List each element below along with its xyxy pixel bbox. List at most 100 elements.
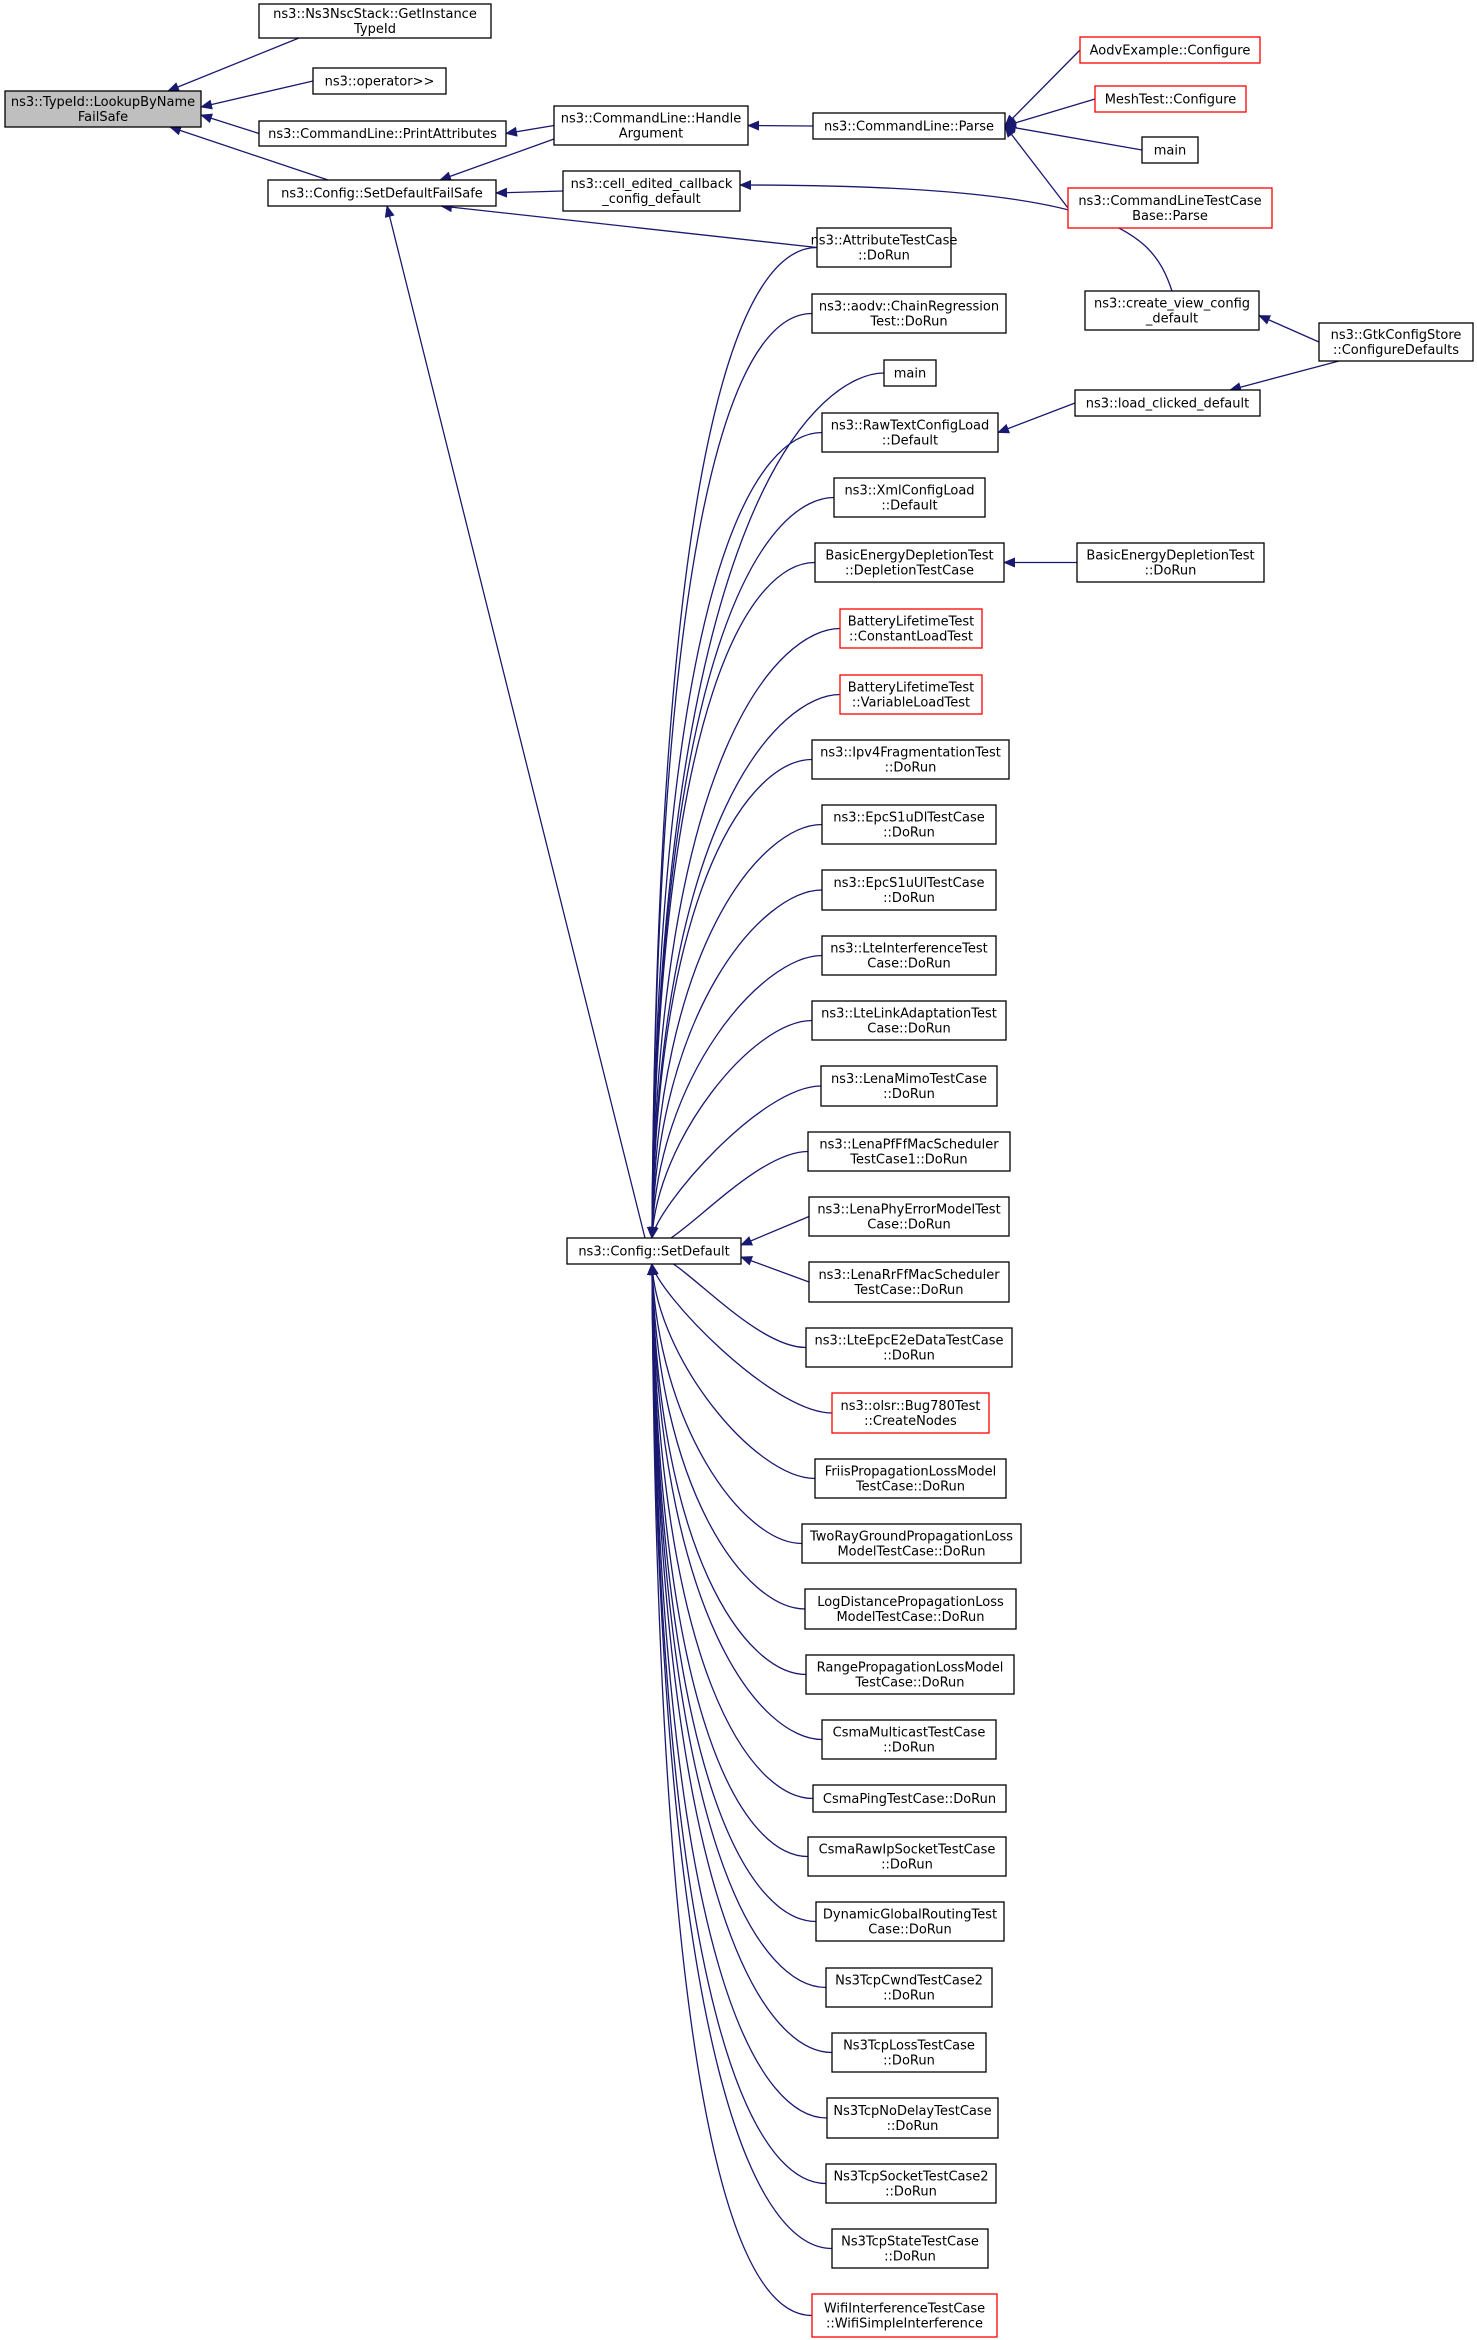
node-lenapf[interactable]: ns3::LenaPfFfMacSchedulerTestCase1::DoRu… (807, 1131, 1011, 1172)
edge-tcpcwnd-to-setdefault (647, 1263, 827, 1989)
node-tworay[interactable]: TwoRayGroundPropagationLossModelTestCase… (801, 1523, 1022, 1564)
node-box (811, 739, 1010, 780)
node-setdefault[interactable]: ns3::Config::SetDefault (566, 1237, 742, 1265)
edge-wifiinterf-to-setdefault (647, 1263, 813, 2317)
node-tcpnodelay[interactable]: Ns3TcpNoDelayTestCase::DoRun (826, 2097, 999, 2139)
node-box (821, 869, 997, 911)
node-loadclicked[interactable]: ns3::load_clicked_default (1074, 389, 1261, 417)
node-gtkconf[interactable]: ns3::GtkConfigStore::ConfigureDefaults (1318, 322, 1474, 362)
edge-lenapf-to-setdefault (648, 1150, 809, 1250)
node-rawtext[interactable]: ns3::RawTextConfigLoad::Default (821, 412, 999, 453)
node-label: FailSafe (78, 110, 128, 125)
node-label: ::DoRun (885, 761, 937, 776)
node-csmaping[interactable]: CsmaPingTestCase::DoRun (812, 1784, 1007, 1813)
edge-rangeprop-to-setdefault (647, 1263, 807, 1676)
edge-lenamimo-to-setdefault (648, 1085, 822, 1239)
node-createview[interactable]: ns3::create_view_config_default (1084, 290, 1260, 331)
node-box (821, 935, 997, 976)
node-logdist[interactable]: LogDistancePropagationLossModelTestCase:… (804, 1588, 1017, 1630)
node-box (814, 1458, 1007, 1499)
node-operator[interactable]: ns3::operator>> (312, 67, 447, 95)
edge-setdefault-to-setdefaultfailsafe (384, 205, 646, 1239)
edge-tcpstate-to-setdefault (647, 1263, 833, 2250)
node-label: ns3::EpcS1uDlTestCase (833, 811, 984, 826)
edge-gtkconf-to-createview (1258, 314, 1320, 343)
node-box (807, 1131, 1011, 1172)
node-box (1079, 36, 1261, 64)
node-epcul[interactable]: ns3::EpcS1uUlTestCase::DoRun (821, 869, 997, 911)
node-label: ns3::Ipv4FragmentationTest (820, 746, 1001, 761)
node-tcpcwnd[interactable]: Ns3TcpCwndTestCase2::DoRun (825, 1967, 993, 2008)
edge-dynglob-to-setdefault (647, 1263, 817, 1923)
node-box (839, 608, 983, 649)
node-box (812, 1784, 1007, 1813)
edge-lteinterf-to-setdefault (647, 954, 823, 1239)
node-box (267, 179, 497, 207)
node-xmlconf[interactable]: ns3::XmlConfigLoad::Default (833, 477, 986, 518)
node-epcdl[interactable]: ns3::EpcS1uDlTestCase::DoRun (821, 804, 997, 845)
node-tcpsocket[interactable]: Ns3TcpSocketTestCase2::DoRun (825, 2163, 997, 2204)
node-box (1067, 187, 1273, 229)
node-label: ns3::CommandLine::PrintAttributes (268, 127, 497, 142)
node-celledited[interactable]: ns3::cell_edited_callback_config_default (562, 170, 741, 212)
node-box (821, 1719, 997, 1760)
node-label: ::DoRun (883, 1741, 935, 1756)
node-label: TypeId (353, 22, 396, 37)
node-csmaraw[interactable]: CsmaRawIpSocketTestCase::DoRun (807, 1836, 1007, 1877)
node-label: ::CreateNodes (864, 1414, 957, 1429)
node-attrtest[interactable]: ns3::AttributeTestCase::DoRun (811, 227, 958, 268)
node-main1[interactable]: main (1141, 136, 1199, 164)
node-basicdoRun[interactable]: BasicEnergyDepletionTest::DoRun (1076, 542, 1265, 583)
node-box (839, 674, 983, 715)
node-main2[interactable]: main (883, 359, 937, 387)
node-label: ns3::Ns3NscStack::GetInstance (273, 7, 477, 22)
node-aodvconf[interactable]: AodvExample::Configure (1079, 36, 1261, 64)
edge-xmlconf-to-setdefault (647, 496, 835, 1239)
node-label: ::ConstantLoadTest (849, 630, 973, 645)
edge-celledited-to-setdefaultfailsafe (495, 187, 564, 198)
node-tcpstate[interactable]: Ns3TcpStateTestCase::DoRun (831, 2228, 989, 2269)
node-basicdepl[interactable]: BasicEnergyDepletionTest::DepletionTestC… (814, 542, 1005, 583)
node-setdefaultfailsafe[interactable]: ns3::Config::SetDefaultFailSafe (267, 179, 497, 207)
node-box (808, 1261, 1010, 1303)
node-tcploss[interactable]: Ns3TcpLossTestCase::DoRun (831, 2032, 987, 2073)
node-wifiinterf[interactable]: WifiInterferenceTestCase::WifiSimpleInte… (811, 2293, 998, 2338)
node-box (1318, 322, 1474, 362)
node-label: ModelTestCase::DoRun (837, 1545, 985, 1560)
node-box (1074, 389, 1261, 417)
edge-parse-to-handlearg (747, 120, 814, 131)
edge-battconst-to-setdefault (647, 627, 841, 1239)
node-ipv4frag[interactable]: ns3::Ipv4FragmentationTest::DoRun (811, 739, 1010, 780)
node-box (1076, 542, 1265, 583)
node-battvar[interactable]: BatteryLifetimeTest::VariableLoadTest (839, 674, 983, 715)
node-olsr[interactable]: ns3::olsr::Bug780Test::CreateNodes (831, 1392, 990, 1434)
node-parse[interactable]: ns3::CommandLine::Parse (812, 112, 1006, 140)
node-lteepc[interactable]: ns3::LteEpcE2eDataTestCase::DoRun (805, 1327, 1013, 1368)
node-battconst[interactable]: BatteryLifetimeTest::ConstantLoadTest (839, 608, 983, 649)
node-label: AodvExample::Configure (1090, 44, 1251, 59)
node-box (821, 412, 999, 453)
node-label: ns3::GtkConfigStore (1331, 328, 1462, 343)
node-label: ns3::LenaPhyErrorModelTest (817, 1203, 1000, 1218)
edges-layer (167, 37, 1340, 2317)
node-label: ns3::LenaRrFfMacScheduler (818, 1268, 1000, 1283)
node-label: Argument (619, 127, 684, 142)
node-label: ns3::CommandLine::Parse (824, 120, 994, 135)
node-csmamulti[interactable]: CsmaMulticastTestCase::DoRun (821, 1719, 997, 1760)
node-label: ::DoRun (883, 826, 935, 841)
node-lenamimo[interactable]: ns3::LenaMimoTestCase::DoRun (820, 1065, 998, 1107)
node-printattr[interactable]: ns3::CommandLine::PrintAttributes (258, 120, 507, 147)
node-label: ::DoRun (883, 891, 935, 906)
node-meshconf[interactable]: MeshTest::Configure (1094, 85, 1247, 113)
